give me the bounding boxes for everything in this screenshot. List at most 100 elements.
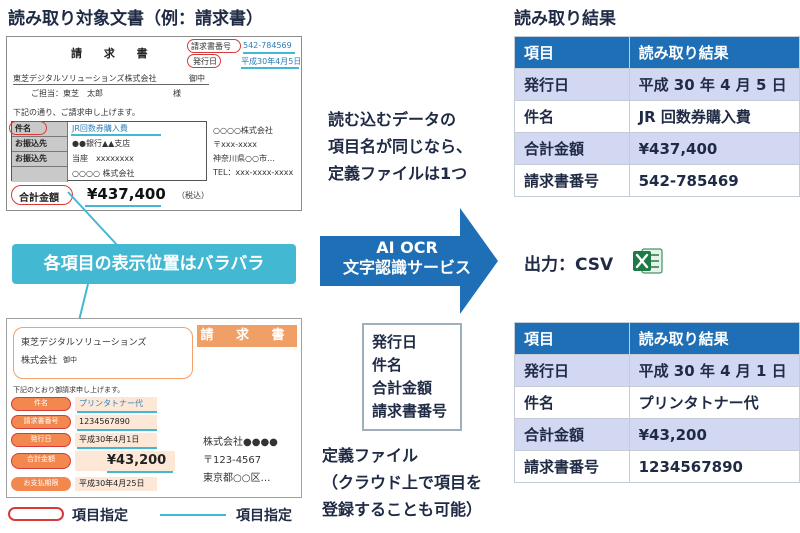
invoice-1-row-label: お振込先 [12, 152, 68, 167]
invoice-1-row-value: 当座 xxxxxxxx [72, 154, 134, 163]
invoice-2-field-pill: 発行日 [11, 433, 71, 447]
table-cell: 請求書番号 [514, 164, 630, 197]
table-cell: 発行日 [514, 68, 630, 101]
table-row: 件名 JR 回数券購入費 [514, 100, 800, 133]
table-cell: 1234567890 [628, 450, 800, 483]
invoice-1-number-oval [187, 39, 241, 53]
table-row: 請求書番号 1234567890 [514, 450, 800, 483]
table-row: 合計金額 ¥437,400 [514, 132, 800, 165]
output-label: 出力：CSV [524, 255, 614, 275]
result-table-1: 項目 読み取り結果 発行日 平成 30 年 4 月 5 日 件名 JR 回数券購… [514, 36, 800, 197]
invoice-2-underline [107, 471, 173, 473]
invoice-1-row-label [12, 167, 68, 182]
invoice-1-row-label: お振込先 [12, 137, 68, 152]
arrow-shape [320, 208, 498, 314]
invoice-1-customer: 東芝デジタルソリューションズ株式会社 [13, 74, 157, 83]
process-arrow [320, 208, 498, 314]
table-header-row: 項目 読み取り結果 [514, 36, 800, 69]
right-heading: 読み取り結果 [514, 9, 616, 29]
table-cell: 542-785469 [628, 164, 800, 197]
invoice-1-row-value: JR回数券購入費 [72, 124, 128, 133]
invoice-1-issuer: 神奈川県○○市… [213, 154, 275, 163]
invoice-1-issue-value: 平成30年4月5日 [241, 57, 302, 66]
table-cell: 平成 30 年 4 月 5 日 [628, 68, 800, 101]
invoice-2-field-value: 平成30年4月1日 [75, 433, 157, 447]
invoice-2-banner: 請 求 書 [197, 325, 297, 347]
invoice-2-field-pill: 件名 [11, 397, 71, 411]
arrow-label-line1: AI OCR [376, 238, 438, 257]
definition-caption: 定義ファイル [322, 446, 419, 465]
invoice-1-issuer: TEL：xxx-xxxx-xxxx [213, 168, 294, 177]
invoice-1-rule [13, 84, 209, 85]
table-row: 件名 プリンタトナー代 [514, 386, 800, 419]
invoice-2-issuer: 東京都○○区… [203, 473, 271, 484]
invoice-2-field-value: 平成30年4月25日 [75, 477, 157, 491]
explain-line: 項目名が同じなら、 [328, 137, 473, 156]
invoice-2-total-value: ¥43,200 [75, 451, 175, 471]
table-cell: 合計金額 [514, 132, 630, 165]
invoice-2-field-value: プリンタトナー代 [75, 397, 157, 411]
invoice-2-underline [77, 429, 157, 431]
table-header-row: 項目 読み取り結果 [514, 322, 800, 355]
invoice-2-underline [77, 411, 157, 413]
table-header-cell: 項目 [514, 322, 630, 355]
invoice-1-issue-underline [241, 67, 299, 69]
invoice-2-underline [77, 447, 157, 449]
invoice-1-total-oval [11, 185, 73, 205]
invoice-1-total-label: 合計金額 [19, 193, 59, 204]
invoice-2-issuer: 株式会社●●●● [203, 437, 278, 448]
table-cell: 件名 [514, 386, 630, 419]
table-header-cell: 項目 [514, 36, 630, 69]
invoice-1-note: 下記の通り、ご請求申し上げます。 [13, 108, 140, 117]
invoice-2-field-pill: お支払期限 [11, 477, 71, 491]
definition-item: 発行日 [372, 333, 418, 351]
connector-line-top [67, 191, 119, 247]
invoice-1: 請 求 書 請求書番号 542-784569 発行日 平成30年4月5日 東芝デ… [6, 36, 302, 211]
invoice-1-issue-oval [187, 54, 221, 68]
invoice-1-subject-underline [71, 134, 161, 136]
table-header-cell: 読み取り結果 [628, 36, 800, 69]
explain-line: 読む込むデータの [328, 110, 457, 129]
table-cell: ¥43,200 [628, 418, 800, 451]
legend-red-oval [8, 507, 64, 521]
invoice-2-company: 株式会社 [21, 356, 58, 366]
invoice-2-field-pill: 合計金額 [11, 453, 71, 469]
invoice-1-number-label: 請求書番号 [191, 42, 231, 51]
invoice-1-onchu: 御中 [189, 74, 205, 83]
invoice-2-company-box [13, 327, 193, 379]
definition-caption: 登録することも可能） [322, 500, 483, 519]
definition-caption: （クラウド上で項目を [322, 473, 483, 492]
invoice-1-tax-note: （税込） [177, 191, 209, 200]
invoice-1-number-underline [243, 52, 295, 54]
invoice-1-row-value: ○○○○ 株式会社 [72, 169, 135, 178]
invoice-2-field-value: 1234567890 [75, 415, 157, 429]
invoice-1-title: 請 求 書 [71, 47, 157, 60]
table-cell: 平成 30 年 4 月 1 日 [628, 354, 800, 387]
table-cell: 件名 [514, 100, 630, 133]
invoice-1-row-value: ●●銀行▲▲支店 [72, 139, 131, 148]
invoice-1-sama: 様 [173, 89, 181, 98]
invoice-1-number-value: 542-784569 [243, 41, 292, 50]
invoice-1-detail-grid: 件名 JR回数券購入費 お振込先 ●●銀行▲▲支店 お振込先 当座 xxxxxx… [11, 121, 207, 182]
invoice-1-subject-oval [9, 121, 47, 135]
table-row: 合計金額 ¥43,200 [514, 418, 800, 451]
invoice-1-total-value: ¥437,400 [87, 185, 166, 203]
table-cell: ¥437,400 [628, 132, 800, 165]
table-cell: 請求書番号 [514, 450, 630, 483]
table-row: 発行日 平成 30 年 4 月 1 日 [514, 354, 800, 387]
invoice-2-company: 東芝デジタルソリューションズ [21, 338, 147, 348]
table-cell: 合計金額 [514, 418, 630, 451]
result-table-2: 項目 読み取り結果 発行日 平成 30 年 4 月 1 日 件名 プリンタトナー… [514, 322, 800, 483]
invoice-2-note: 下記のとおり御請求申し上げます。 [13, 386, 125, 394]
invoice-2-issuer: 〒123-4567 [203, 455, 262, 466]
legend-blue-line [160, 514, 226, 516]
explain-line: 定義ファイルは1つ [328, 164, 468, 183]
invoice-1-issuer: ○○○○株式会社 [213, 126, 273, 135]
definition-file-box: 発行日 件名 合計金額 請求書番号 [362, 323, 462, 431]
definition-item: 件名 [372, 356, 403, 374]
position-callout: 各項目の表示位置はバラバラ [12, 244, 296, 284]
legend-red-label: 項目指定 [72, 508, 128, 524]
arrow-label-line2: 文字認識サービス [342, 258, 471, 277]
invoice-1-attn: ご担当：東芝 太郎 [31, 89, 103, 98]
table-cell: プリンタトナー代 [628, 386, 800, 419]
